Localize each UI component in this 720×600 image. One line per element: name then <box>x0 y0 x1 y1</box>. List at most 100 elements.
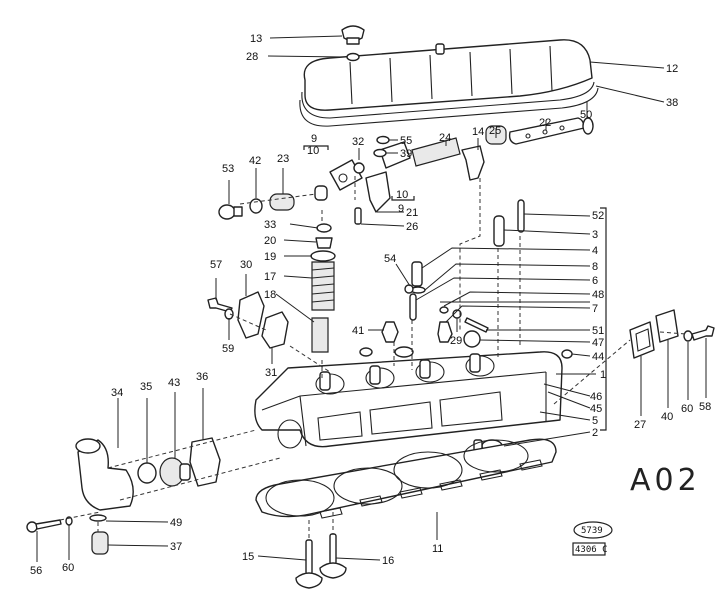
cap-47 <box>463 330 481 348</box>
handwritten-page-code: A02 <box>630 463 701 498</box>
rocker-spring-mid <box>411 137 461 167</box>
callout-44: 44 <box>592 351 604 363</box>
sensor-plug-37 <box>91 531 109 555</box>
valve-cap <box>316 223 332 233</box>
callout-31: 31 <box>265 367 277 379</box>
callout-26: 26 <box>406 221 418 233</box>
callout-59: 59 <box>222 343 234 355</box>
bracket-9-bottom <box>391 196 415 201</box>
thermostat-43 <box>159 457 191 487</box>
washer-54 <box>404 284 414 294</box>
filler-cap-washer <box>346 52 360 62</box>
stamp-box-text: 4306 C <box>575 545 608 555</box>
callout-23: 23 <box>277 153 289 165</box>
side-cover-plate <box>237 291 265 339</box>
gasket-36 <box>189 437 221 487</box>
valve-keepers <box>315 237 333 249</box>
shaft-plug <box>582 117 594 135</box>
callout-24: 24 <box>439 132 451 144</box>
o-ring-49 <box>89 514 107 522</box>
spring-23 <box>269 193 295 211</box>
washer-60-right <box>683 330 693 342</box>
head-gasket <box>255 438 557 519</box>
stud-6 <box>409 293 417 321</box>
plug-48 <box>439 306 449 314</box>
callout-19: 19 <box>264 251 276 263</box>
callout-18: 18 <box>264 289 276 301</box>
callout-48: 48 <box>592 289 604 301</box>
callout-46: 46 <box>590 391 602 403</box>
callout-49: 49 <box>170 517 182 529</box>
callout-17: 17 <box>264 271 276 283</box>
callout-27: 27 <box>634 419 646 431</box>
callout-9-top: 9 <box>311 133 317 145</box>
callout-7: 7 <box>592 303 598 315</box>
bracket-right <box>600 207 607 431</box>
callout-34: 34 <box>111 387 123 399</box>
callout-37: 37 <box>170 541 182 553</box>
sensor-41 <box>381 321 399 343</box>
gasket-40 <box>655 309 679 343</box>
plug-bolt-53 <box>218 204 243 220</box>
callout-16: 16 <box>382 555 394 567</box>
callout-35: 35 <box>140 381 152 393</box>
callout-43: 43 <box>168 377 180 389</box>
callout-60-right: 60 <box>681 403 693 415</box>
callout-3: 3 <box>592 229 598 241</box>
cylinder-head <box>254 346 563 453</box>
washer-59 <box>224 308 234 320</box>
callout-53: 53 <box>222 163 234 175</box>
callout-40: 40 <box>661 411 673 423</box>
callout-45: 45 <box>590 403 602 415</box>
callout-28: 28 <box>246 51 258 63</box>
stamp-oval-text: 5739 <box>581 526 603 536</box>
callout-42: 42 <box>249 155 261 167</box>
pin-51 <box>464 317 489 333</box>
callout-13: 13 <box>250 33 262 45</box>
callout-30: 30 <box>240 259 252 271</box>
clip-55 <box>376 135 390 145</box>
side-cover-gasket <box>261 311 289 349</box>
callout-12: 12 <box>666 63 678 75</box>
callout-60-left: 60 <box>62 562 74 574</box>
injector-sleeve-4 <box>411 261 423 287</box>
callout-6: 6 <box>592 275 598 287</box>
leader-lines <box>36 35 707 562</box>
assembly-lines <box>59 176 687 540</box>
callout-5: 5 <box>592 415 598 427</box>
callout-39: 39 <box>400 148 412 160</box>
plug-44 <box>561 349 573 359</box>
callout-52: 52 <box>592 210 604 222</box>
valve-exhaust <box>319 533 347 579</box>
bolt-58 <box>691 325 715 341</box>
callout-36: 36 <box>196 371 208 383</box>
callout-25: 25 <box>489 125 501 137</box>
callout-4: 4 <box>592 245 598 257</box>
callout-32: 32 <box>352 136 364 148</box>
callout-51: 51 <box>592 325 604 337</box>
rocker-support <box>365 171 391 213</box>
washer-42 <box>249 198 263 214</box>
spring-retainer <box>310 250 336 262</box>
valve-cover <box>303 39 593 111</box>
adjusting-screw <box>354 207 362 225</box>
valve-cover-gasket <box>299 81 599 127</box>
cover-plate-27 <box>629 321 655 359</box>
callout-41: 41 <box>352 325 364 337</box>
clip-39 <box>373 148 387 158</box>
bushing-left <box>314 185 328 201</box>
callout-10-top: 10 <box>307 145 319 157</box>
valve-spring-inner <box>311 317 329 353</box>
callout-50: 50 <box>580 109 592 121</box>
gasket-35 <box>137 462 157 484</box>
callout-10-bottom: 10 <box>396 189 408 201</box>
callout-56: 56 <box>30 565 42 577</box>
rocker-arm-right <box>379 141 411 169</box>
guide-3 <box>493 215 505 247</box>
callout-labels: 13 28 12 38 50 22 25 14 24 32 55 39 9 10… <box>30 33 711 577</box>
dowel-pin-52 <box>517 199 525 233</box>
callout-58: 58 <box>699 401 711 413</box>
callout-11: 11 <box>432 543 443 555</box>
callout-29: 29 <box>450 335 462 347</box>
